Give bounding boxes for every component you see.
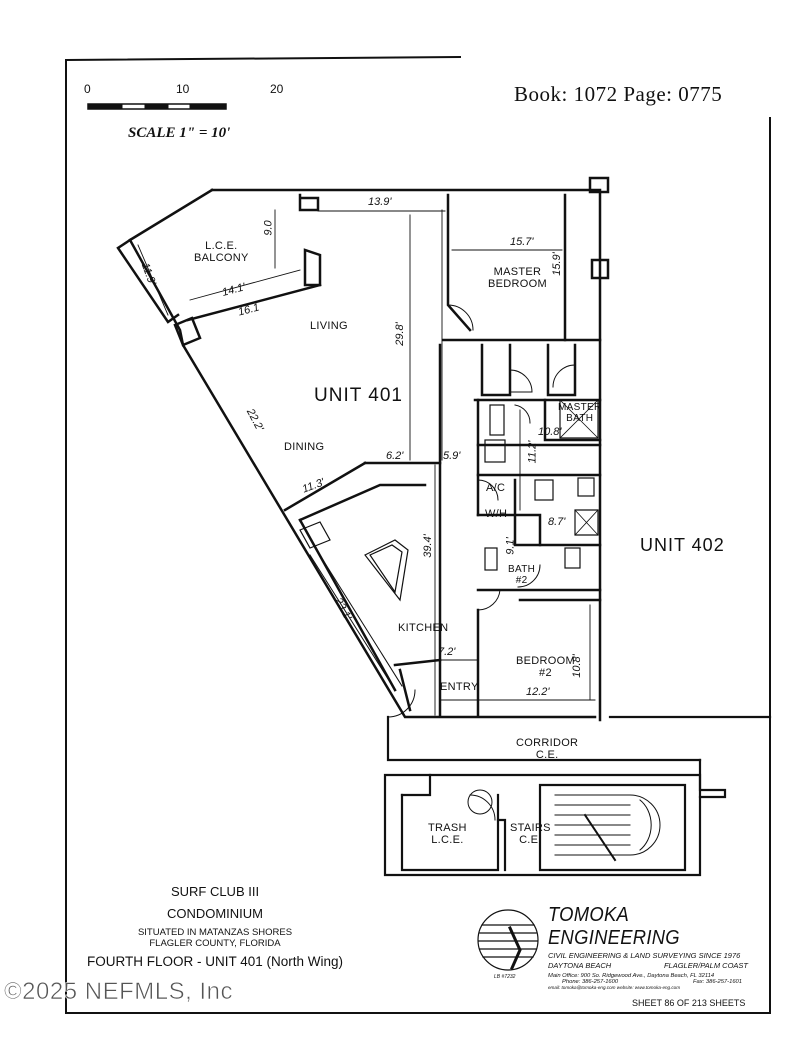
- corridor-and-stairs: [383, 715, 772, 877]
- company-address: Main Office: 900 So. Ridgewood Ave., Day…: [548, 973, 715, 979]
- dim-8-7: 8.7': [548, 516, 566, 528]
- company-fax: Fax: 386-257-1601: [693, 979, 742, 985]
- company-block: TOMOKA ENGINEERING CIVIL ENGINEERING & L…: [548, 904, 758, 990]
- watermark: ©2025 NEFMLS, Inc: [4, 978, 233, 1006]
- dim-39-4: 39.4': [421, 534, 434, 558]
- dim-9-0: 9.0: [262, 220, 275, 236]
- dim-13-9: 13.9': [368, 196, 392, 208]
- book-page-label: Book: 1072 Page: 0775: [514, 82, 723, 106]
- dim-29-8: 29.8': [393, 322, 406, 346]
- stair-treads: [467, 789, 661, 862]
- sheet-number: SHEET 86 OF 213 SHEETS: [632, 998, 746, 1008]
- fixtures: [299, 399, 599, 691]
- room-living: LIVING: [310, 320, 348, 332]
- title-line-4: FLAGLER COUNTY, FLORIDA: [149, 938, 281, 949]
- room-trash: TRASH L.C.E.: [428, 822, 467, 846]
- dimension-lines: [137, 209, 596, 716]
- scale-tick-10: 10: [176, 82, 190, 96]
- tomoka-logo-mark: [477, 909, 539, 971]
- title-block: SURF CLUB III CONDOMINIUM SITUATED IN MA…: [80, 884, 350, 969]
- company-office-right: FLAGLER/PALM COAST: [663, 961, 748, 970]
- room-corridor: CORRIDOR C.E.: [516, 737, 579, 761]
- scale-tick-0: 0: [84, 82, 91, 96]
- dim-9-1: 9.1': [504, 537, 517, 555]
- title-line-1: SURF CLUB III: [170, 884, 260, 899]
- scale-label: SCALE 1" = 10': [128, 125, 231, 141]
- room-unit-401: UNIT 401: [314, 385, 403, 406]
- company-web: email: tomoka@tomoka-eng.com website: ww…: [548, 985, 681, 990]
- door-swings: [387, 304, 576, 718]
- dim-15-9: 15.9': [550, 252, 563, 276]
- room-ac: A/C: [486, 482, 506, 494]
- company-office-left: DAYTONA BEACH: [548, 961, 612, 970]
- room-balcony: L.C.E. BALCONY: [194, 240, 249, 264]
- room-stairs: STAIRS C.E.: [510, 822, 551, 846]
- title-line-3: SITUATED IN MATANZAS SHORES: [137, 927, 293, 938]
- room-master-bath: MASTER BATH: [558, 402, 602, 424]
- title-line-5: FOURTH FLOOR - UNIT 401 (North Wing): [86, 954, 344, 969]
- company-name: TOMOKA ENGINEERING: [548, 904, 680, 949]
- room-wh: W/H: [485, 508, 508, 520]
- dim-5-9: 5.9': [443, 450, 461, 462]
- room-bath-2: BATH #2: [508, 564, 536, 586]
- dim-7-2: 7.2': [438, 646, 456, 658]
- company-phone: Phone: 386-257-1600: [562, 979, 619, 985]
- room-unit-402: UNIT 402: [640, 535, 725, 555]
- room-master-bedroom: MASTER BEDROOM: [488, 266, 547, 290]
- dim-12-2: 12.2': [526, 686, 550, 698]
- company-tagline: CIVIL ENGINEERING & LAND SURVEYING SINCE…: [548, 951, 741, 960]
- dim-6-2: 6.2': [386, 450, 404, 462]
- dim-10-8-bath: 10.8': [538, 426, 562, 438]
- dim-11-2: 11.2': [526, 440, 539, 464]
- title-line-2: CONDOMINIUM: [166, 906, 264, 921]
- room-entry: ENTRY: [440, 681, 479, 693]
- room-bedroom-2: BEDROOM #2: [516, 655, 575, 679]
- sheet-border: [64, 55, 771, 1014]
- scale-tick-20: 20: [270, 82, 284, 96]
- dim-10-8-bedroom: 10.8': [570, 654, 583, 678]
- room-dining: DINING: [284, 441, 325, 453]
- company-lb-number: LB #7232: [494, 974, 516, 980]
- dim-15-7: 15.7': [510, 236, 534, 248]
- scale-bar: [87, 103, 227, 110]
- room-kitchen: KITCHEN: [398, 622, 449, 634]
